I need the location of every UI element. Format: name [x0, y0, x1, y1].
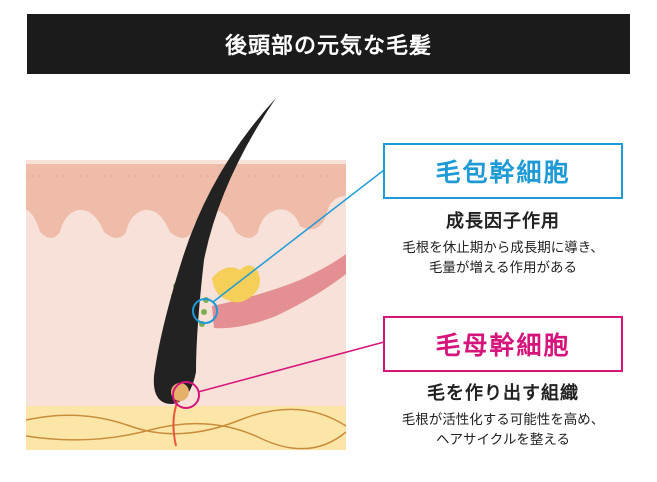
matrix-heading: 毛を作り出す組織: [427, 383, 579, 404]
follicle-desc-line2: 毛量が増える作用がある: [428, 260, 578, 276]
follicle-stem-cell-marker: [192, 298, 218, 324]
follicle-desc-line1: 毛根を休止期から成長期に導き、: [402, 240, 604, 256]
pink-connector-line: [197, 341, 385, 393]
fat-layer: [26, 406, 346, 450]
blue-connector-line: [212, 169, 385, 303]
epidermis-layer: [26, 164, 346, 238]
follicle-stem-cell-label: 毛包幹細胞: [383, 143, 623, 199]
nerve-line-2: [25, 422, 347, 450]
hair-shaft: [153, 98, 276, 404]
follicle-heading: 成長因子作用: [446, 211, 560, 232]
nerve-line-1: [25, 408, 347, 435]
matrix-stem-cell-label: 毛母幹細胞: [383, 316, 623, 372]
arrector-pili-muscle: [212, 254, 346, 329]
page-title: 後頭部の元気な毛髪: [27, 14, 630, 74]
matrix-desc-line1: 毛根が活性化する可能性を高め、: [401, 412, 605, 428]
matrix-desc-line2: ヘアサイクルを整える: [436, 432, 570, 448]
hair-matrix-stem-cell-marker: [172, 381, 200, 409]
